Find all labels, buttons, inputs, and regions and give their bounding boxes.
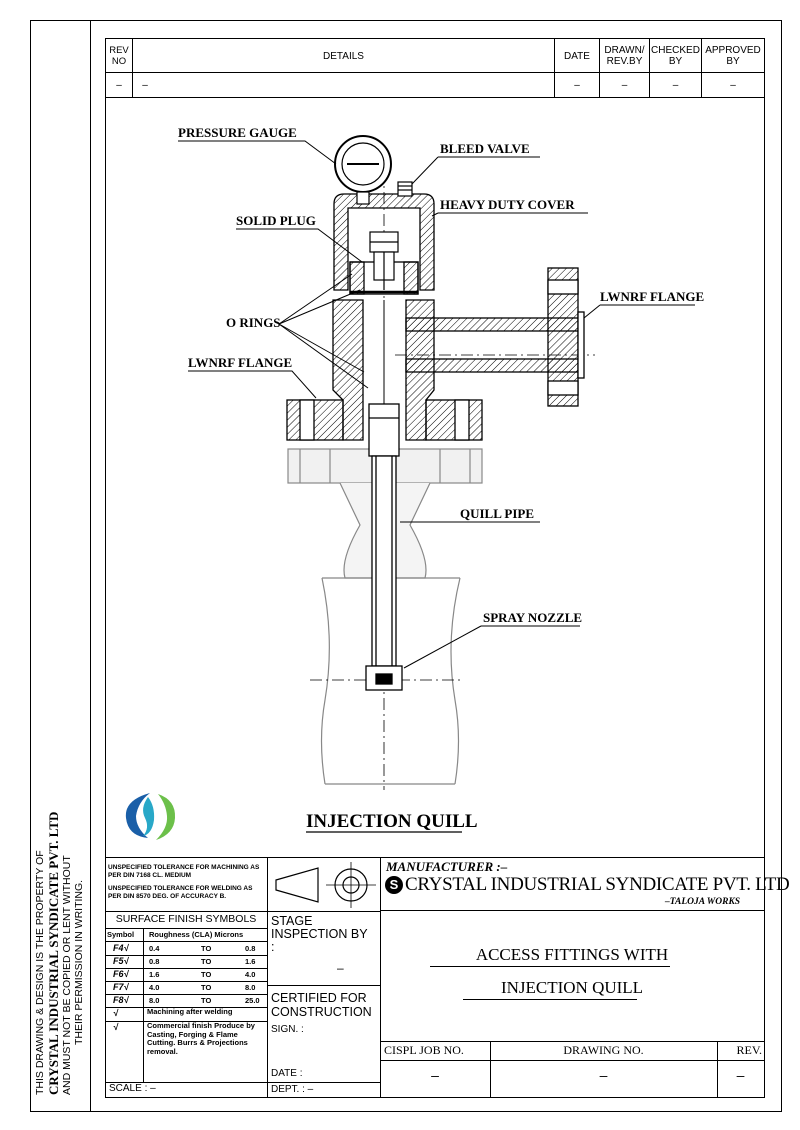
sf-from: 0.8 [149, 957, 160, 966]
sf-symbol: F8√ [113, 995, 129, 1005]
drawing-no-label: DRAWING NO. [563, 1043, 644, 1057]
details-header: DETAILS [323, 50, 364, 62]
sf-symbol: F7√ [113, 982, 129, 992]
sf-to: 8.0 [245, 983, 256, 992]
bleed-valve [397, 181, 413, 197]
checked-value: – [672, 79, 679, 91]
dept-label: DEPT. : – [271, 1084, 314, 1095]
main-frame-top [105, 38, 765, 39]
sign-label: SIGN. : [271, 1024, 304, 1035]
sf-to-word: TO [201, 983, 212, 992]
label-quill-pipe: QUILL PIPE [460, 506, 534, 521]
approved-header: APPROVED BY [705, 45, 761, 67]
sf-to-word: TO [201, 944, 212, 953]
label-lwnrf-flange-left: LWNRF FLANGE [188, 355, 292, 370]
sf-from: 1.6 [149, 970, 160, 979]
company-mark-icon: S [385, 876, 403, 894]
approved-value: – [730, 79, 736, 91]
rev-label: REV. [736, 1043, 762, 1057]
solid-plug [350, 231, 418, 294]
rev-value: – [736, 1067, 745, 1083]
side-strip-divider [90, 20, 91, 1112]
date-label: DATE : [271, 1068, 303, 1079]
stage-inspection: STAGE INSPECTION BY : [271, 914, 368, 954]
title-block: UNSPECIFIED TOLERANCE FOR MACHINING AS P… [105, 857, 790, 1097]
sf-to-word: TO [201, 957, 212, 966]
drawing-title-line2: INJECTION QUILL [500, 978, 644, 997]
injection-quill-drawing: PRESSURE GAUGE BLEED VALVE HEAVY DUTY CO… [125, 125, 704, 840]
label-heavy-duty-cover: HEAVY DUTY COVER [440, 197, 575, 212]
quill-pipe [365, 300, 403, 691]
label-o-rings: O RINGS [226, 315, 281, 330]
main-frame-bottom [105, 1097, 765, 1098]
projection-symbol [275, 862, 376, 908]
sf-from: 4.0 [149, 983, 160, 992]
job-no-label: CISPL JOB NO. [384, 1043, 464, 1057]
label-pressure-gauge: PRESSURE GAUGE [178, 125, 297, 140]
sf-from: 8.0 [149, 996, 160, 1005]
revision-table: REV NO DETAILS DATE DRAWN/ REV.BY CHECKE… [105, 38, 764, 98]
surface-finish-title: SURFACE FINISH SYMBOLS [115, 913, 257, 925]
sf-symbol: F4√ [113, 943, 129, 953]
label-lwnrf-flange-right: LWNRF FLANGE [600, 289, 704, 304]
company-name: CRYSTAL INDUSTRIAL SYNDICATE PVT. LTD [405, 874, 790, 895]
scale-label: SCALE : – [109, 1083, 156, 1094]
drawing-caption: INJECTION QUILL [306, 811, 478, 832]
sf-symbol: √ [113, 1022, 118, 1032]
date-header: DATE [564, 50, 590, 62]
sf-description: Machining after welding [147, 1007, 233, 1016]
works-name: –TALOJA WORKS [665, 897, 741, 907]
main-frame-right [764, 38, 765, 1098]
tolerance-note-welding: UNSPECIFIED TOLERANCE FOR WELDING AS PER… [108, 885, 253, 900]
drawn-value: – [621, 79, 628, 91]
sf-to: 0.8 [245, 944, 256, 953]
sf-to-word: TO [201, 970, 212, 979]
checked-header: CHECKED BY [651, 45, 700, 67]
sf-header-roughness: Roughness (CLA) Microns [149, 930, 244, 939]
certified-for-construction: CERTIFIED FOR CONSTRUCTION [271, 991, 372, 1019]
drawing-no-value: – [599, 1067, 608, 1083]
sf-to: 1.6 [245, 957, 256, 966]
sf-to: 4.0 [245, 970, 256, 979]
pressure-gauge [334, 135, 392, 205]
side-branch [405, 267, 585, 407]
label-bleed-valve: BLEED VALVE [440, 141, 530, 156]
job-no-value: – [431, 1067, 439, 1083]
tolerance-note-machining: UNSPECIFIED TOLERANCE FOR MACHINING AS P… [108, 864, 260, 879]
drawing-border [30, 20, 782, 1112]
sf-to: 25.0 [245, 996, 260, 1005]
sf-to-word: TO [201, 996, 212, 1005]
rev-no-value: – [116, 79, 122, 91]
rev-no-header: REV NO [109, 45, 129, 67]
sf-from: 0.4 [149, 944, 160, 953]
main-frame-left [105, 38, 106, 1098]
sf-header-symbol: Symbol [107, 930, 135, 939]
label-solid-plug: SOLID PLUG [236, 213, 316, 228]
details-value: – [142, 79, 148, 91]
sf-description: Commercial finish Produce by Casting, Fo… [147, 1021, 255, 1056]
date-value: – [574, 79, 580, 91]
sf-symbol: √ [113, 1008, 118, 1018]
company-logo [125, 793, 176, 840]
stage-inspection-value: – [337, 961, 344, 975]
sf-symbol: F6√ [113, 969, 129, 979]
label-spray-nozzle: SPRAY NOZZLE [483, 610, 582, 625]
sf-symbol: F5√ [113, 956, 129, 966]
manufacturer-label: MANUFACTURER :– [386, 859, 508, 874]
drawing-title-line1: ACCESS FITTINGS WITH [475, 945, 669, 964]
drawn-header: DRAWN/ REV.BY [604, 45, 645, 67]
